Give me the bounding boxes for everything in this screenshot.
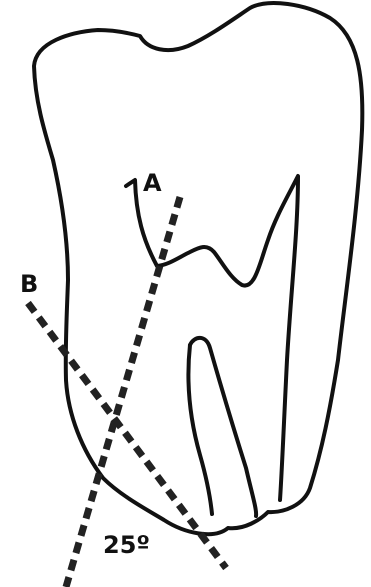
root-cavity-outline (190, 338, 256, 516)
axis-line-a (66, 197, 180, 587)
angle-label: 25º (103, 533, 150, 557)
root-inner-line (188, 345, 212, 514)
pulp-canal-line (126, 176, 298, 500)
axis-label-b: B (20, 272, 38, 296)
axis-label-a: A (143, 171, 162, 195)
